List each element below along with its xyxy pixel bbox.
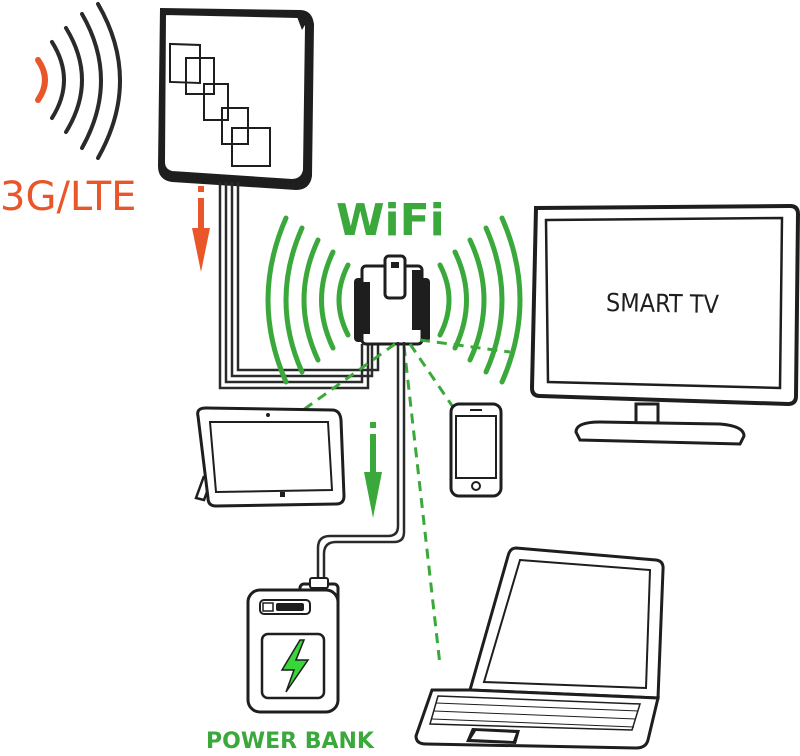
wifi-links [291,338,511,666]
panel-antenna [158,8,314,190]
smartphone-device [449,402,503,498]
smart-tv-device [529,203,800,446]
tablet-device [194,406,346,508]
lte-signal-icon [35,2,122,160]
power-bank-device [246,577,340,714]
power-bank-label: POWER BANK [206,729,375,754]
wifi-router [354,254,430,346]
power-cable [316,342,406,584]
lte-down-arrow-icon [192,186,210,272]
lte-label: 3G/LTE [0,174,136,220]
charging-bolt-icon [280,639,310,693]
wifi-label: WiFi [336,195,445,246]
smart-tv-label: SMART TV [606,288,720,319]
laptop-device [414,546,665,750]
power-down-arrow-icon [364,422,382,518]
wifi-signal-icon [265,215,523,385]
